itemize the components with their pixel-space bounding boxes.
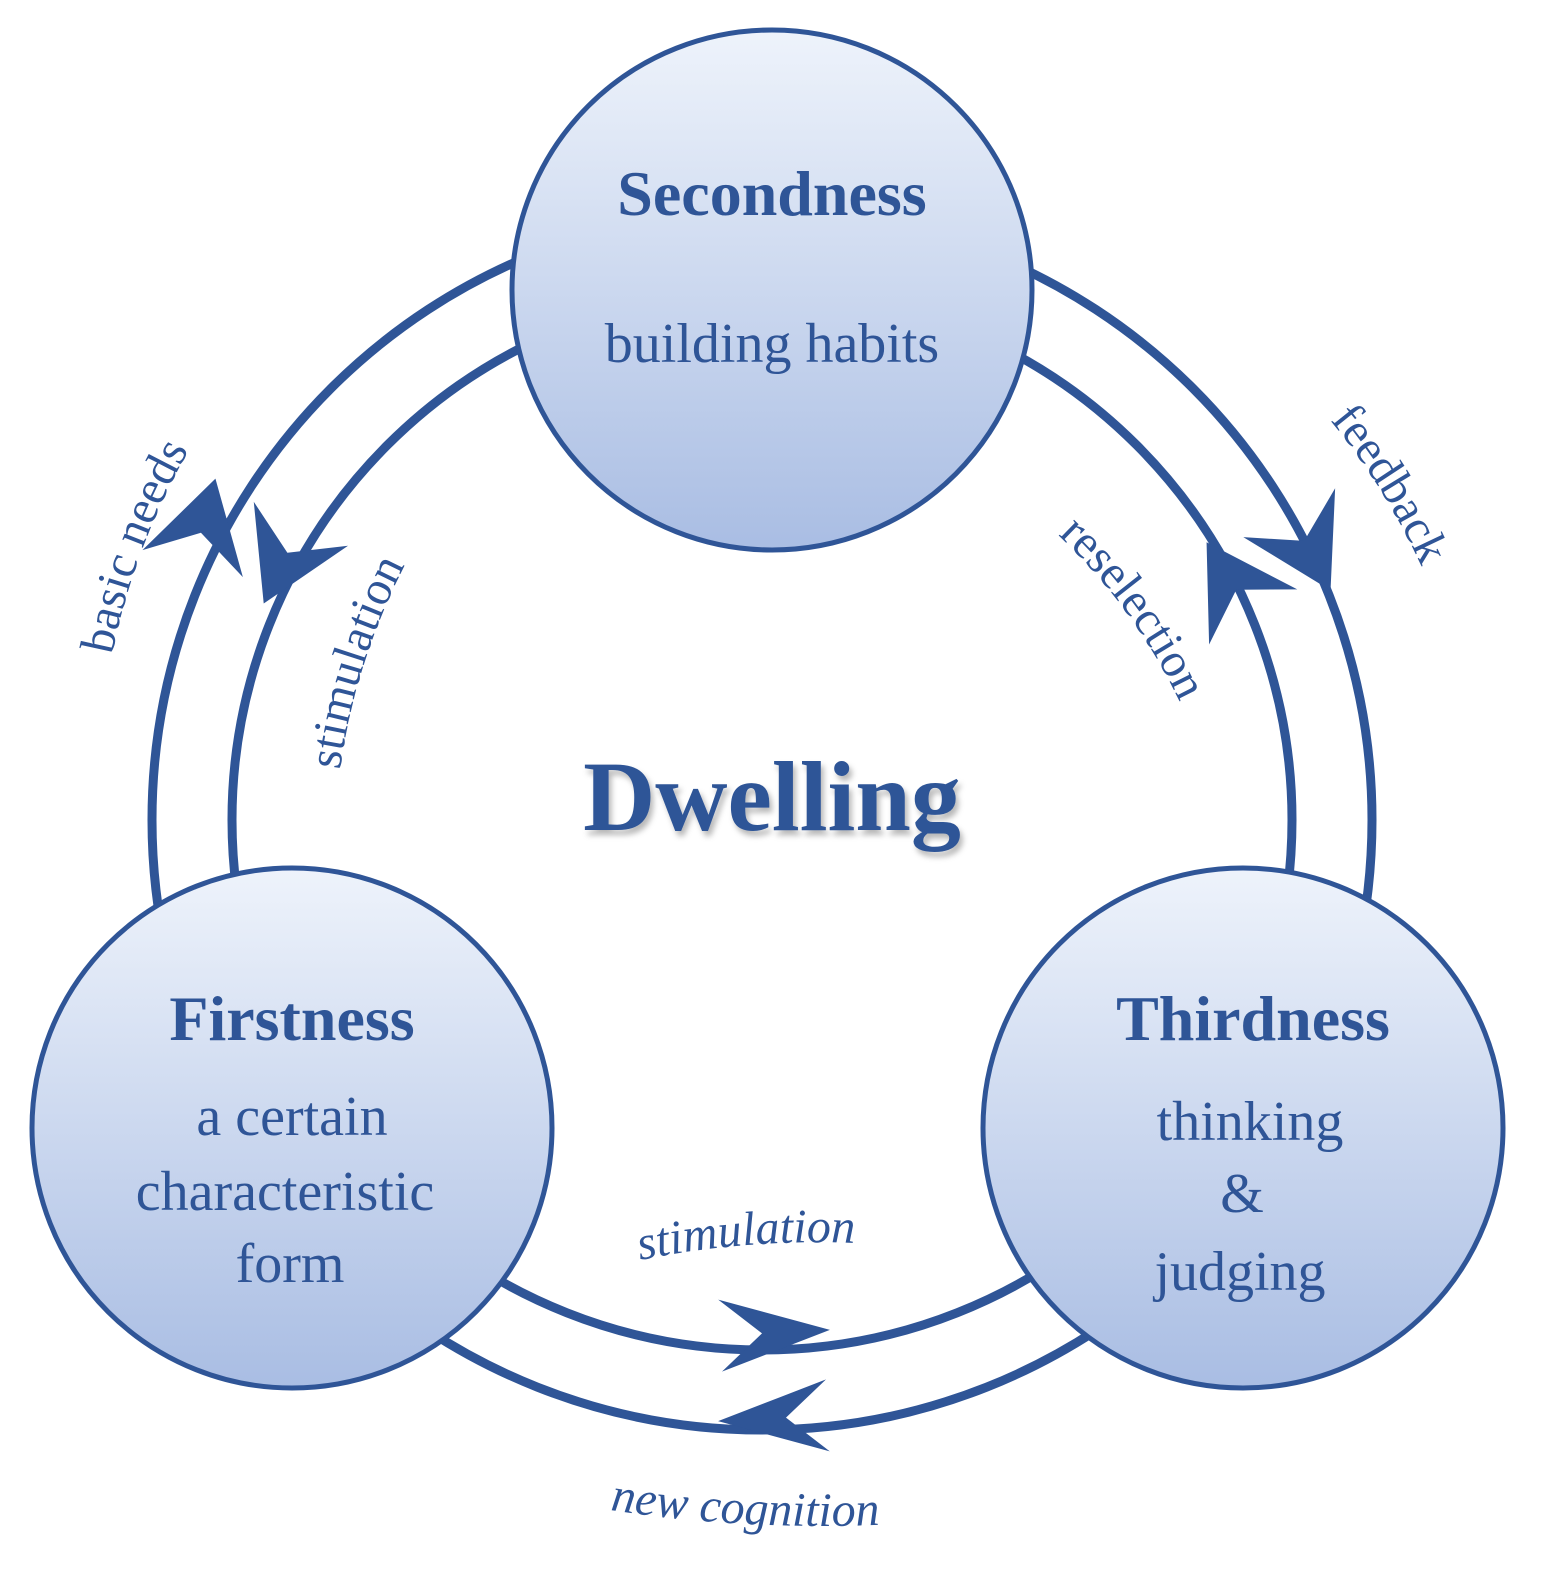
firstness-title: Firstness — [169, 983, 414, 1054]
arrow-reselection-icon — [1206, 542, 1298, 645]
firstness-line-3: form — [236, 1233, 345, 1295]
label-basic-needs-path: basic needs — [71, 430, 199, 658]
arrow-stimulation-left-icon — [253, 501, 349, 604]
arrow-basic-needs-icon — [142, 478, 243, 578]
arrow-stimulation-bottom-icon — [718, 1299, 830, 1372]
label-stimulation-left: stimulation — [298, 546, 414, 771]
thirdness-line-2: & — [1220, 1163, 1264, 1225]
label-reselection: reselection — [1050, 505, 1217, 707]
thirdness-title: Thirdness — [1116, 983, 1390, 1054]
node-firstness: Firstness a certain characteristic form — [29, 865, 555, 1391]
secondness-title: Secondness — [617, 158, 926, 229]
center-label: Dwelling — [583, 741, 961, 852]
label-stimulation-left-path: stimulation — [298, 546, 414, 771]
label-reselection-path: reselection — [1050, 505, 1217, 707]
node-thirdness: Thirdness thinking & judging — [980, 865, 1506, 1391]
label-stimulation-bottom: stimulation — [632, 1200, 856, 1271]
firstness-line-1: a certain — [196, 1086, 387, 1148]
secondness-circle — [509, 27, 1035, 553]
thirdness-line-3: judging — [1152, 1241, 1325, 1303]
arrow-new-cognition-icon — [718, 1379, 830, 1452]
thirdness-line-1: thinking — [1157, 1091, 1344, 1153]
firstness-line-2: characteristic — [136, 1161, 434, 1223]
thirdness-circle — [980, 865, 1506, 1391]
label-new-cognition: new cognition — [608, 1468, 880, 1537]
label-feedback: feedback — [1321, 394, 1459, 572]
arrow-feedback-icon — [1243, 488, 1336, 591]
firstness-circle — [29, 865, 555, 1391]
label-feedback-path: feedback — [1321, 394, 1459, 572]
label-stimulation-bottom-path: stimulation — [632, 1200, 856, 1271]
secondness-line-1: building habits — [605, 313, 939, 375]
label-basic-needs: basic needs — [71, 430, 199, 658]
node-secondness: Secondness building habits — [509, 27, 1035, 553]
label-new-cognition-path: new cognition — [608, 1468, 880, 1537]
